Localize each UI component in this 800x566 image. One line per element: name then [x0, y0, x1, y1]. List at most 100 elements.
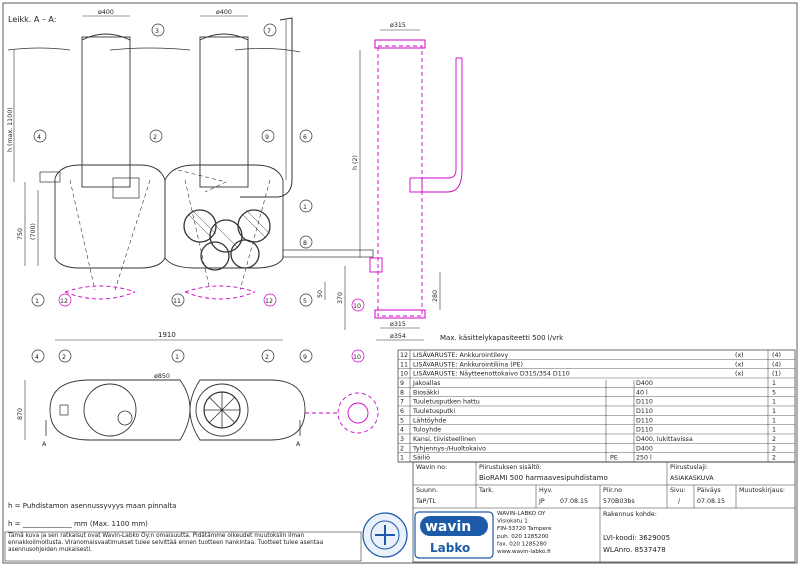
h-definition: h = Puhdistamon asennussyvyys maan pinna… — [8, 502, 176, 510]
balloon-4: 4 — [37, 134, 41, 141]
balloon-12b: 12 — [265, 298, 273, 305]
part-name: Biosäkki — [413, 389, 439, 396]
part-no: 6 — [400, 408, 404, 415]
company-line: FIN-33720 Tampere — [497, 526, 552, 532]
part-name: Lähtöyhde — [413, 417, 446, 424]
part-name: Kansi, tiivisteellinen — [413, 436, 476, 443]
company-line: www.wavin-labko.fi — [497, 549, 551, 555]
page-value: / — [678, 498, 681, 505]
part-no: 8 — [400, 389, 404, 396]
logo-brand: wavin — [425, 519, 471, 535]
part-size: D110 — [636, 408, 653, 415]
balloon-4-plan: 4 — [35, 354, 39, 361]
vent-pipe — [240, 17, 293, 198]
sampling-well — [369, 39, 463, 319]
approved-value: JP — [538, 498, 545, 505]
balloon-2b-plan: 2 — [265, 354, 269, 361]
wavin-labko-logo: wavin Labko — [414, 511, 494, 559]
part-name: Tyhjennys-/Huoltokaivo — [412, 445, 486, 452]
balloon-1-plan: 1 — [175, 354, 179, 361]
part-size: D110 — [636, 417, 653, 424]
part-size: D400, lukittavissa — [636, 436, 693, 443]
h-fill: h = ______________ mm (Max. 1100 mm) — [8, 520, 148, 528]
part-no: 9 — [400, 380, 404, 387]
part-name: Jakoallas — [412, 380, 441, 387]
part-no: 11 — [400, 361, 408, 368]
excavation-outline — [69, 179, 271, 291]
part-size: D400 — [636, 445, 653, 452]
balloon-7: 7 — [267, 28, 271, 35]
part-name: Tuloyhde — [412, 427, 441, 434]
checked-label: Tark. — [478, 487, 494, 494]
drawing-no-label: Piir.no — [603, 487, 622, 494]
part-size: D110 — [636, 427, 653, 434]
balloon-5: 5 — [303, 298, 307, 305]
part-no: 2 — [400, 445, 404, 452]
part-no: 7 — [400, 399, 404, 406]
balloon-6: 6 — [303, 134, 307, 141]
part-name: Tuuletusputki — [412, 408, 455, 415]
site-label: Rakennus kohde: — [603, 511, 657, 518]
part-no: 3 — [400, 436, 404, 443]
balloon-2-plan: 2 — [62, 354, 66, 361]
part-qty: 1 — [772, 399, 776, 406]
requester-value: ASIAKASKUVA — [670, 475, 714, 482]
dim-750: 750 — [17, 228, 24, 240]
company-line: WAVIN-LABKO OY — [497, 511, 546, 517]
dim-d354: ø354 — [390, 333, 406, 340]
part-name: LISÄVARUSTE: Ankkurointilevy — [413, 350, 509, 359]
balloon-10-plan: 10 — [353, 354, 361, 361]
wl-number: WLAnro. 8537478 — [603, 546, 666, 554]
dim-d315-bot: ø315 — [390, 321, 406, 328]
part-qty: 1 — [772, 408, 776, 415]
lvi-code: LVI-koodi: 3629005 — [603, 534, 670, 542]
designed-value: TaP/TL — [415, 498, 436, 505]
balloon-12: 12 — [60, 298, 68, 305]
part-qty: 1 — [772, 380, 776, 387]
company-line: puh. 020 1285200 — [497, 534, 549, 540]
anchor-plate-left — [64, 285, 136, 300]
part-no: 10 — [400, 371, 408, 378]
dim-d400b: ø400 — [216, 9, 232, 16]
dim-d400a: ø400 — [98, 9, 114, 16]
part-qty: 2 — [772, 455, 776, 462]
part-qty: (1) — [772, 371, 781, 378]
section-mark-right: A — [296, 441, 301, 448]
balloon-3: 3 — [155, 28, 159, 35]
part-qty: 2 — [772, 445, 776, 452]
part-qty: 2 — [772, 436, 776, 443]
capacity-note: Max. käsittelykapasiteetti 500 l/vrk — [440, 334, 564, 342]
section-label: Leikk. A – A: — [8, 15, 56, 24]
tank-right — [164, 164, 284, 269]
part-balloons: 3 7 4 2 9 6 1 8 5 1 12 11 12 10 4 2 1 2 … — [31, 23, 365, 363]
service-shaft-right — [199, 33, 249, 188]
content-label: Piirustuksen sisältö: — [479, 464, 542, 471]
plan-view — [45, 379, 379, 441]
company-line: fax. 020 1285280 — [497, 541, 547, 547]
dim-h-max: h (max. 1100) — [7, 107, 14, 152]
part-no: 4 — [400, 427, 404, 434]
title-block: Wavin no: Piirustuksen sisältö: BioRAMI … — [412, 461, 796, 563]
inlet-connector — [39, 171, 61, 183]
balloon-1: 1 — [303, 204, 307, 211]
part-qty: (4) — [772, 361, 781, 368]
approved-label: Hyv. — [539, 487, 553, 494]
internal-tee — [112, 177, 140, 199]
part-size: D110 — [636, 399, 653, 406]
wavin-no-label: Wavin no: — [416, 464, 447, 471]
part-qty: 5 — [772, 389, 776, 396]
ground-line — [7, 47, 301, 53]
page-label: Sivu: — [670, 487, 686, 494]
balloon-11: 11 — [173, 298, 181, 305]
part-optional: (x) — [735, 371, 744, 378]
dim-h2: h (2) — [352, 155, 359, 170]
part-optional: (x) — [735, 361, 744, 368]
part-optional: (x) — [735, 352, 744, 359]
part-no: 1 — [400, 455, 404, 462]
anchor-plate-right — [184, 285, 256, 300]
part-name: LISÄVARUSTE: Ankkurointiliina (PE) — [413, 359, 523, 368]
drawing-no-value: 570B03bs — [603, 498, 635, 505]
